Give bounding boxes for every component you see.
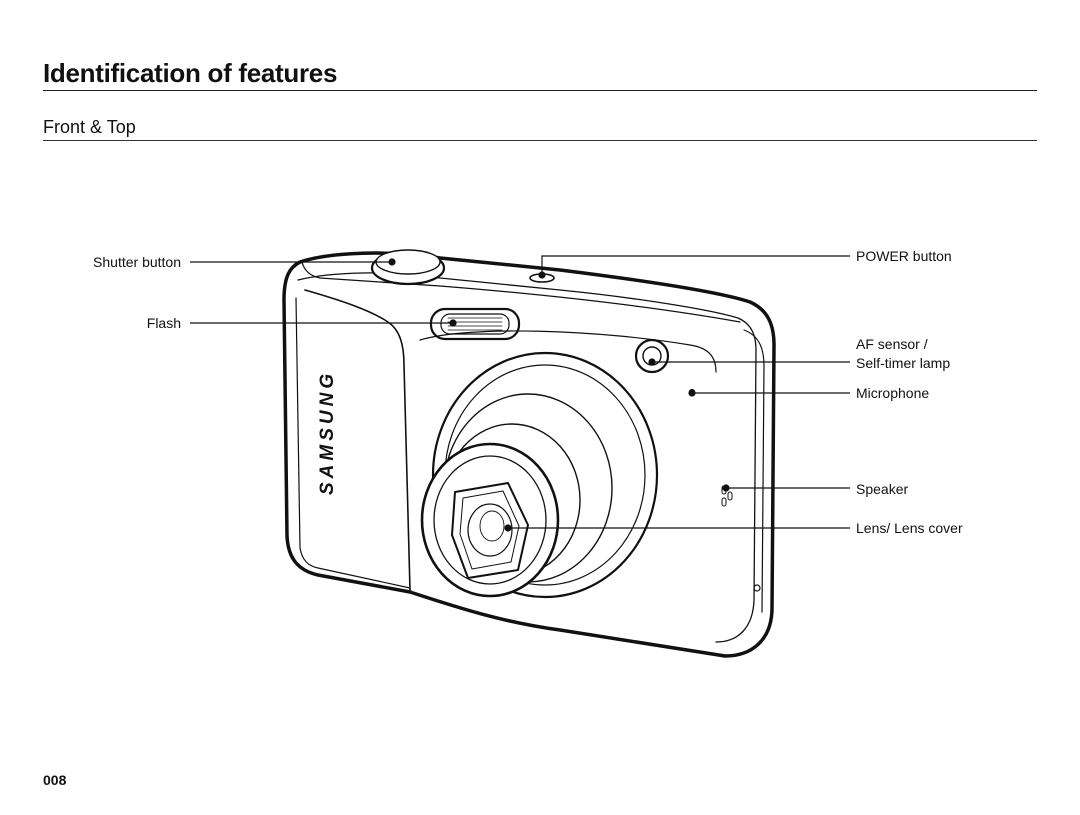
callout-dot-speaker — [722, 484, 730, 492]
label-microphone: Microphone — [856, 385, 930, 401]
label-speaker: Speaker — [856, 481, 909, 497]
label-lens: Lens/ Lens cover — [856, 520, 963, 536]
section-subtitle: Front & Top — [43, 117, 136, 137]
speaker-grille-3 — [721, 497, 727, 507]
label-af-sensor: AF sensor / — [856, 336, 928, 352]
lens-glass-inner — [479, 510, 505, 542]
callout-dot-shutter — [388, 258, 396, 266]
callout-line-power — [541, 255, 850, 275]
lens-barrel-front — [420, 442, 560, 598]
label-flash: Flash — [146, 315, 181, 331]
callout-dot-lens — [504, 524, 512, 532]
callout-dot-af — [648, 358, 656, 366]
af-sensor-ring — [634, 338, 670, 374]
callout-dot-flash — [449, 319, 457, 327]
subtitle-rule — [43, 140, 1037, 141]
title-rule — [43, 90, 1037, 91]
page-number: 008 — [43, 772, 67, 788]
lens-glass — [467, 503, 513, 557]
lens-cover-blades — [451, 482, 529, 579]
camera-grip-edge — [295, 297, 411, 589]
callout-dot-power — [538, 271, 546, 279]
speaker-grille-2 — [727, 491, 733, 501]
lens-cover-blades-inner — [459, 490, 520, 570]
page-title: Identification of features — [43, 58, 338, 88]
flash-window — [429, 307, 521, 341]
flash-inner — [440, 313, 510, 335]
brand-logo: SAMSUNG — [317, 370, 338, 495]
label-shutter-button: Shutter button — [93, 254, 181, 270]
camera-body-outline — [282, 251, 776, 658]
lens-ring-outer — [431, 351, 659, 599]
camera-front-edge — [419, 330, 717, 373]
lens-barrel-inner — [433, 455, 547, 585]
label-power-button: POWER button — [856, 248, 952, 264]
camera-side-edge — [743, 329, 765, 613]
label-self-timer-lamp: Self-timer lamp — [856, 355, 951, 371]
camera-top-face — [301, 261, 741, 323]
strap-hole — [753, 584, 761, 592]
camera-grip — [304, 289, 411, 591]
callout-dot-mic — [688, 389, 696, 397]
